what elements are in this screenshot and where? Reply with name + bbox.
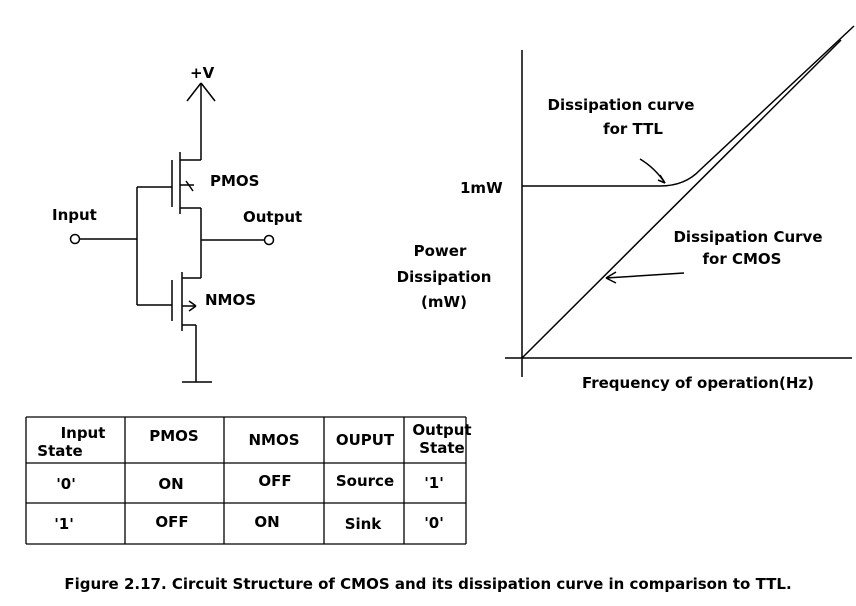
ttl-curve [522, 25, 855, 187]
row2-output: Sink [345, 515, 383, 533]
row1-pmos: ON [158, 475, 183, 493]
pmos-label: PMOS [210, 172, 259, 190]
cmos-curve [521, 39, 842, 359]
row2-pmos: OFF [155, 513, 188, 531]
header-pmos: PMOS [149, 427, 198, 445]
header-input-state-line2: State [37, 442, 82, 460]
header-input-state-line1: Input [61, 424, 106, 442]
ttl-curve-label-line1: Dissipation curve [548, 96, 695, 114]
row1-output-state: '1' [424, 474, 444, 492]
y-axis-label-line2: Dissipation [397, 268, 492, 286]
cmos-pointer-arrow [605, 272, 685, 279]
row1-nmos: OFF [258, 472, 291, 490]
row2-output-state: '0' [424, 514, 444, 532]
cmos-curve-label-line1: Dissipation Curve [673, 228, 822, 246]
row2-nmos: ON [254, 513, 279, 531]
input-label: Input [52, 206, 97, 224]
dissipation-chart [505, 25, 855, 377]
truth-table [25, 416, 467, 545]
header-output: OUPUT [336, 431, 395, 449]
y-axis-label-line3: (mW) [421, 293, 467, 311]
output-label: Output [243, 208, 302, 226]
header-nmos: NMOS [248, 431, 299, 449]
cmos-circuit [69, 82, 275, 383]
header-output-state-line1: Output [412, 421, 471, 439]
ttl-pointer-arrow [639, 158, 666, 184]
row2-input-state: '1' [54, 515, 74, 533]
figure-caption: Figure 2.17. Circuit Structure of CMOS a… [64, 575, 791, 593]
row1-output: Source [336, 472, 394, 490]
ttl-curve-label-line2: for TTL [603, 120, 663, 138]
ref-level-label: 1mW [460, 179, 503, 197]
nmos-label: NMOS [205, 291, 256, 309]
row1-input-state: '0' [56, 475, 76, 493]
x-axis-label: Frequency of operation(Hz) [582, 374, 814, 392]
cmos-curve-label-line2: for CMOS [703, 250, 782, 268]
header-output-state-line2: State [419, 439, 464, 457]
supply-label: +V [190, 64, 215, 82]
y-axis-label-line1: Power [414, 242, 467, 260]
